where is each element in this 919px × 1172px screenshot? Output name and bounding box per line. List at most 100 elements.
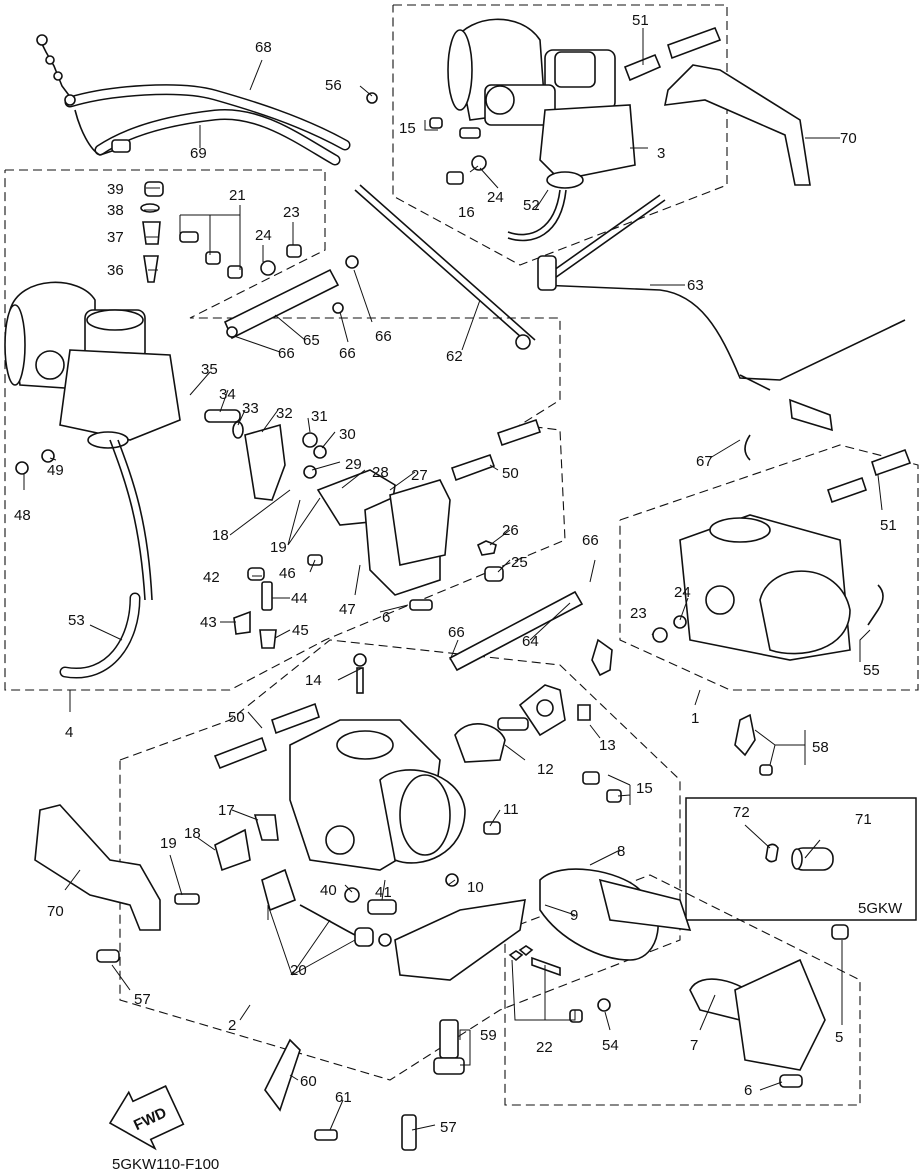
- callout-42: 42: [203, 569, 220, 586]
- callout-60: 60: [300, 1073, 317, 1090]
- callout-32: 32: [276, 405, 293, 422]
- callout-66: 66: [582, 532, 599, 549]
- callout-72: 72: [733, 804, 750, 821]
- callout-69: 69: [190, 145, 207, 162]
- callout-10: 10: [467, 879, 484, 896]
- carburetor-2: [289, 653, 466, 871]
- callout-65: 65: [303, 332, 320, 349]
- bracket-70-bottom: [34, 804, 161, 931]
- callout-66: 66: [375, 328, 392, 345]
- carburetor-3: [447, 18, 636, 242]
- callout-67: 67: [696, 453, 713, 470]
- callout-9: 9: [570, 907, 578, 924]
- callout-58: 58: [812, 739, 829, 756]
- callout-53: 53: [68, 612, 85, 629]
- callout-12: 12: [537, 761, 554, 778]
- callout-6: 6: [744, 1082, 752, 1099]
- callout-63: 63: [687, 277, 704, 294]
- callout-19: 19: [270, 539, 287, 556]
- callout-55: 55: [863, 662, 880, 679]
- callout-19: 19: [160, 835, 177, 852]
- callout-40: 40: [320, 882, 337, 899]
- callout-52: 52: [523, 197, 540, 214]
- callout-17: 17: [218, 802, 235, 819]
- callout-37: 37: [107, 229, 124, 246]
- callout-46: 46: [279, 565, 296, 582]
- callout-21: 21: [229, 187, 246, 204]
- callout-34: 34: [219, 386, 236, 403]
- callout-49: 49: [47, 462, 64, 479]
- callout-39: 39: [107, 181, 124, 198]
- callout-51: 51: [880, 517, 897, 534]
- callout-66: 66: [448, 624, 465, 641]
- callout-50: 50: [228, 709, 245, 726]
- callout-70: 70: [840, 130, 857, 147]
- callout-24: 24: [255, 227, 272, 244]
- callout-31: 31: [311, 408, 328, 425]
- callout-8: 8: [617, 843, 625, 860]
- callout-16: 16: [458, 204, 475, 221]
- callout-50: 50: [502, 465, 519, 482]
- callout-3: 3: [657, 145, 665, 162]
- callout-24: 24: [487, 189, 504, 206]
- callout-labels: 51 68 56 15 70 3 69 24 39 21 52 38 16 23…: [14, 12, 903, 1136]
- callout-44: 44: [291, 590, 308, 607]
- clip-part: [765, 843, 779, 863]
- callout-57: 57: [134, 991, 151, 1008]
- callout-57: 57: [440, 1119, 457, 1136]
- callout-5gkw-box: 5GKW: [858, 900, 903, 917]
- callout-1: 1: [691, 710, 699, 727]
- callout-4: 4: [65, 724, 73, 741]
- callout-71: 71: [855, 811, 872, 828]
- callout-26: 26: [502, 522, 519, 539]
- callout-41: 41: [375, 884, 392, 901]
- callout-66: 66: [278, 345, 295, 362]
- callout-70: 70: [47, 903, 64, 920]
- callout-2: 2: [228, 1017, 236, 1034]
- callout-7: 7: [690, 1037, 698, 1054]
- callout-6: 6: [382, 609, 390, 626]
- callout-59: 59: [480, 1027, 497, 1044]
- callout-15: 15: [399, 120, 416, 137]
- callout-61: 61: [335, 1089, 352, 1106]
- callout-33: 33: [242, 400, 259, 417]
- callout-48: 48: [14, 507, 31, 524]
- callout-28: 28: [372, 464, 389, 481]
- callout-20: 20: [290, 962, 307, 979]
- callout-62: 62: [446, 348, 463, 365]
- callout-54: 54: [602, 1037, 619, 1054]
- callout-18: 18: [184, 825, 201, 842]
- inset-box-5gkw: [685, 797, 917, 921]
- callout-27: 27: [411, 467, 428, 484]
- callout-43: 43: [200, 614, 217, 631]
- callout-56: 56: [325, 77, 342, 94]
- left-small-parts: [15, 92, 504, 649]
- callout-23: 23: [630, 605, 647, 622]
- callout-5: 5: [835, 1029, 843, 1046]
- callout-36: 36: [107, 262, 124, 279]
- callout-45: 45: [292, 622, 309, 639]
- callout-51: 51: [632, 12, 649, 29]
- callout-18: 18: [212, 527, 229, 544]
- callout-47: 47: [339, 601, 356, 618]
- callout-68: 68: [255, 39, 272, 56]
- callout-64: 64: [522, 633, 539, 650]
- hose-68-69: [36, 34, 351, 166]
- callout-23: 23: [283, 204, 300, 221]
- callout-15: 15: [636, 780, 653, 797]
- figure-code: 5GKW110-F100: [112, 1156, 219, 1172]
- hose-53: [59, 592, 141, 679]
- callout-14: 14: [305, 672, 322, 689]
- link-rods: [537, 194, 906, 432]
- carburetor-1: [591, 434, 884, 776]
- callout-24: 24: [674, 584, 691, 601]
- callout-25: 25: [511, 554, 528, 571]
- callout-30: 30: [339, 426, 356, 443]
- callout-38: 38: [107, 202, 124, 219]
- bracket-70-top: [663, 64, 811, 186]
- callout-29: 29: [345, 456, 362, 473]
- bottom-parts: [96, 684, 849, 1151]
- callout-66: 66: [339, 345, 356, 362]
- tubes: [213, 26, 912, 770]
